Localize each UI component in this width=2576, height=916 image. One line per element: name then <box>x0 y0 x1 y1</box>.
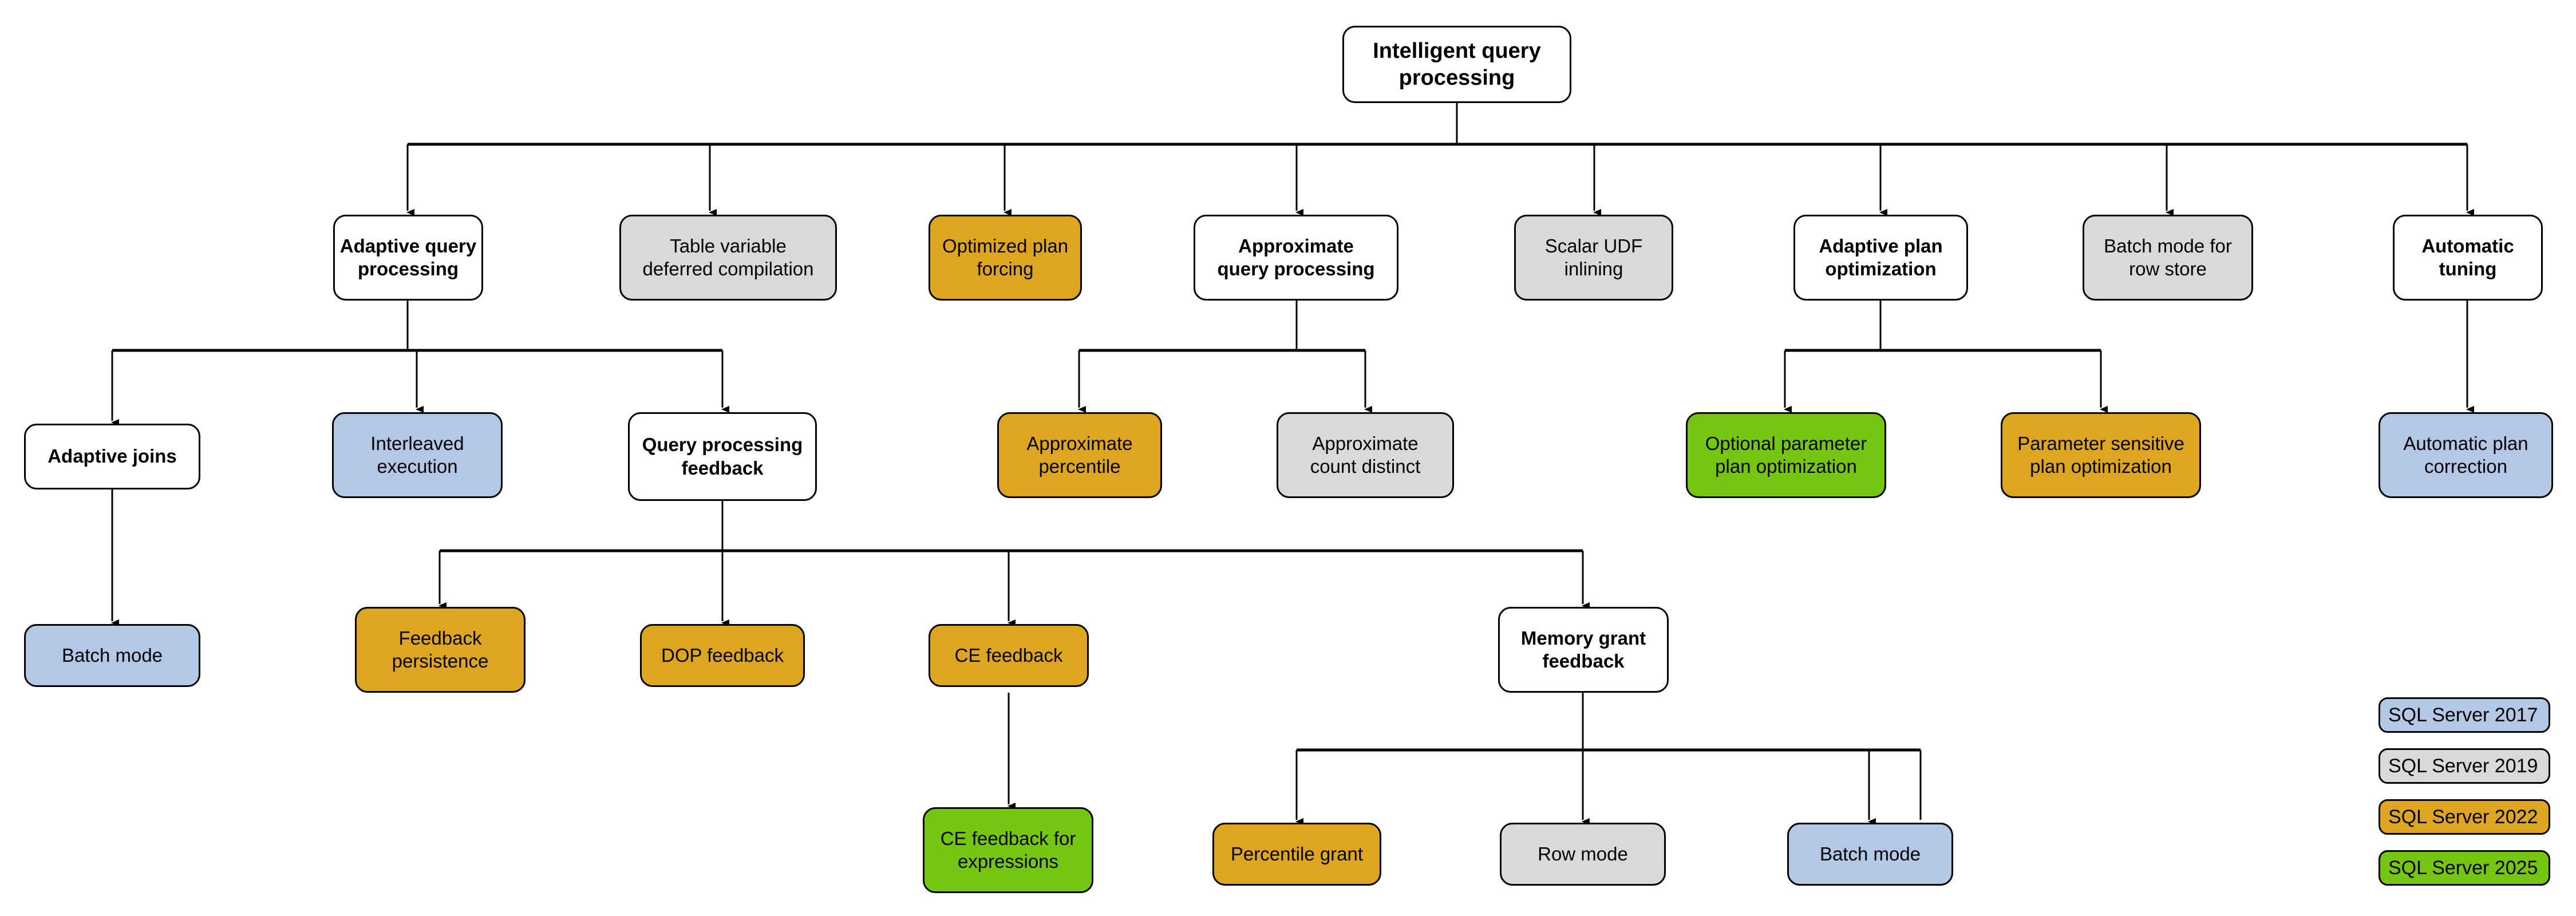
node-label: Approximate query processing <box>1217 235 1375 279</box>
node-automatic-plan-correction[interactable]: Automatic plan correction <box>2379 412 2553 498</box>
legend-label: SQL Server 2017 <box>2388 704 2538 726</box>
node-label: Optional parameter plan optimization <box>1705 432 1867 477</box>
node-scalar-udf-inlining[interactable]: Scalar UDF inlining <box>1514 215 1673 301</box>
node-memory-grant-feedback[interactable]: Memory grant feedback <box>1498 607 1669 693</box>
node-label: Approximate percentile <box>1026 432 1133 477</box>
node-label: Parameter sensitive plan optimization <box>2017 432 2184 477</box>
node-label: Adaptive joins <box>48 445 177 467</box>
legend-item-sql-server-2019[interactable]: SQL Server 2019 <box>2379 748 2550 784</box>
node-batch-mode-for-row-store[interactable]: Batch mode for row store <box>2083 215 2253 301</box>
node-label: Query processing feedback <box>642 434 803 479</box>
node-label: DOP feedback <box>661 644 784 666</box>
node-label: Automatic plan correction <box>2403 432 2528 477</box>
node-adaptive-query-processing[interactable]: Adaptive query processing <box>333 215 483 301</box>
node-approximate-query-processing[interactable]: Approximate query processing <box>1194 215 1398 301</box>
node-dop-feedback[interactable]: DOP feedback <box>640 624 805 687</box>
node-optimized-plan-forcing[interactable]: Optimized plan forcing <box>929 215 1082 301</box>
node-label: Automatic tuning <box>2421 235 2514 279</box>
node-percentile-grant[interactable]: Percentile grant <box>1212 823 1381 886</box>
node-label: Percentile grant <box>1230 843 1364 864</box>
node-adaptive-plan-optimization[interactable]: Adaptive plan optimization <box>1793 215 1968 301</box>
node-ce-feedback[interactable]: CE feedback <box>929 624 1089 687</box>
node-intelligent-query-processing[interactable]: Intelligent query processing <box>1342 26 1571 103</box>
node-adaptive-joins[interactable]: Adaptive joins <box>24 424 200 489</box>
node-label: Approximate count distinct <box>1310 432 1421 477</box>
legend-item-sql-server-2025[interactable]: SQL Server 2025 <box>2379 850 2550 886</box>
node-automatic-tuning[interactable]: Automatic tuning <box>2393 215 2543 301</box>
node-batch-mode-adaptive-joins[interactable]: Batch mode <box>24 624 200 687</box>
node-label: Row mode <box>1538 843 1628 864</box>
node-approximate-count-distinct[interactable]: Approximate count distinct <box>1277 412 1454 498</box>
node-interleaved-execution[interactable]: Interleaved execution <box>332 412 503 498</box>
legend-label: SQL Server 2022 <box>2388 806 2538 828</box>
node-label: Batch mode for row store <box>2104 235 2232 279</box>
node-label: Optimized plan forcing <box>942 235 1069 279</box>
node-label: Feedback persistence <box>392 627 489 672</box>
node-label: CE feedback for expressions <box>940 827 1076 872</box>
node-label: CE feedback <box>954 644 1063 666</box>
node-label: Interleaved execution <box>370 432 464 477</box>
legend-label: SQL Server 2025 <box>2388 856 2538 879</box>
node-label: Memory grant feedback <box>1520 627 1646 672</box>
node-label: Batch mode <box>61 644 163 666</box>
node-query-processing-feedback[interactable]: Query processing feedback <box>628 412 817 501</box>
node-parameter-sensitive-plan-optimization[interactable]: Parameter sensitive plan optimization <box>2001 412 2201 498</box>
node-label: Table variable deferred compilation <box>642 235 814 279</box>
node-label: Intelligent query processing <box>1373 39 1541 90</box>
node-ce-feedback-for-expressions[interactable]: CE feedback for expressions <box>923 807 1093 893</box>
node-label: Adaptive plan optimization <box>1819 235 1943 279</box>
node-approximate-percentile[interactable]: Approximate percentile <box>997 412 1162 498</box>
node-label: Batch mode <box>1819 843 1921 864</box>
legend-item-sql-server-2022[interactable]: SQL Server 2022 <box>2379 799 2550 835</box>
node-row-mode[interactable]: Row mode <box>1500 823 1666 886</box>
node-feedback-persistence[interactable]: Feedback persistence <box>355 607 526 693</box>
node-optional-parameter-plan-optimization[interactable]: Optional parameter plan optimization <box>1686 412 1886 498</box>
legend-label: SQL Server 2019 <box>2388 755 2538 777</box>
node-label: Adaptive query processing <box>339 235 477 279</box>
node-table-variable-deferred-compilation[interactable]: Table variable deferred compilation <box>619 215 837 301</box>
node-batch-mode-memory-grant[interactable]: Batch mode <box>1787 823 1953 886</box>
legend-item-sql-server-2017[interactable]: SQL Server 2017 <box>2379 697 2550 733</box>
node-label: Scalar UDF inlining <box>1544 235 1643 279</box>
